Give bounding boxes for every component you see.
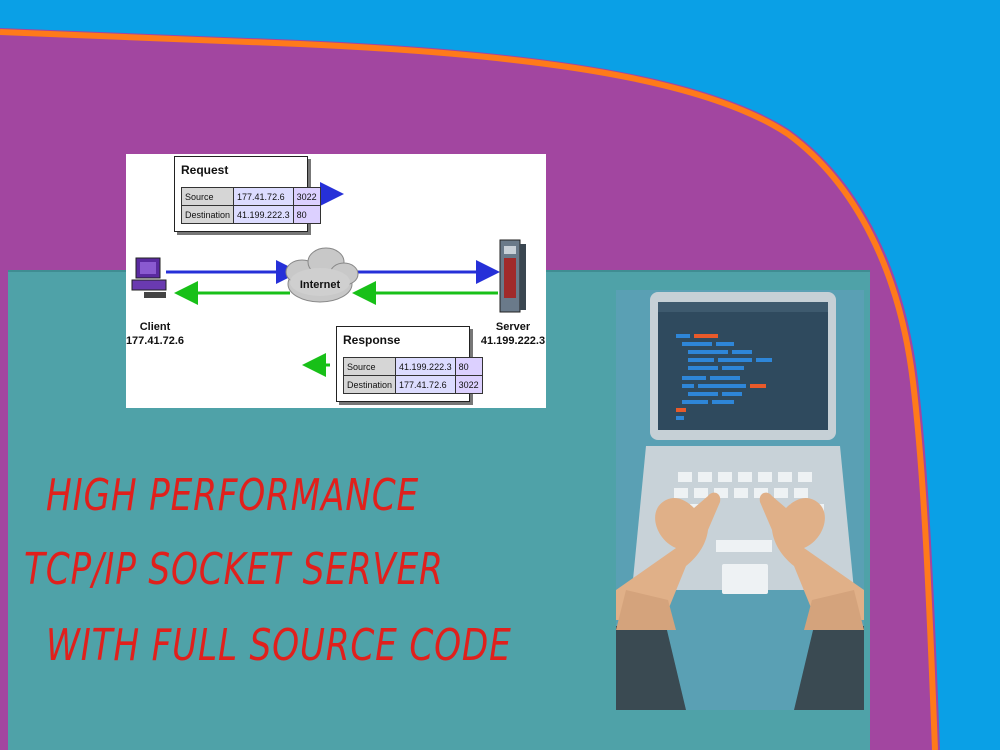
response-destination-address: 177.41.72.6 (395, 375, 456, 394)
server-ip: 41.199.222.3 (480, 335, 546, 347)
response-table: Source 41.199.222.3 80 Destination 177.4… (342, 357, 483, 394)
headline-line-1: HIGH PERFORMANCE (46, 470, 419, 521)
request-source-label: Source (180, 187, 235, 206)
response-source-label: Source (342, 357, 397, 376)
laptop-illustration (616, 290, 864, 710)
table-row: Destination 41.199.222.3 80 (180, 205, 321, 224)
request-destination-address: 41.199.222.3 (233, 205, 294, 224)
table-row: Source 41.199.222.3 80 (342, 357, 483, 376)
diagram-graphics (131, 182, 526, 377)
table-row: Source 177.41.72.6 3022 (180, 187, 321, 206)
server-tower-icon (499, 239, 526, 313)
response-title: Response (343, 333, 401, 347)
headline-line-3: WITH FULL SOURCE CODE (46, 620, 512, 671)
client-label-group: Client 177.41.72.6 (120, 320, 190, 348)
request-packet-box: Request Source 177.41.72.6 3022 Destinat… (174, 156, 321, 232)
request-source-address: 177.41.72.6 (233, 187, 294, 206)
response-destination-port: 3022 (454, 375, 483, 394)
response-destination-label: Destination (342, 375, 397, 394)
client-computer-icon (131, 257, 167, 298)
laptop-coding-icon (616, 290, 864, 710)
internet-cloud-icon (285, 247, 359, 303)
request-destination-label: Destination (180, 205, 235, 224)
server-label-group: Server 41.199.222.3 (476, 320, 550, 348)
server-label: Server (495, 321, 531, 333)
headline-line-2: TCP/IP SOCKET SERVER (24, 544, 444, 595)
request-destination-port: 80 (292, 205, 321, 224)
tcp-ip-diagram: Request Source 177.41.72.6 3022 Destinat… (126, 154, 546, 408)
orange-curve-line (0, 29, 938, 750)
client-ip: 177.41.72.6 (125, 335, 185, 347)
request-source-port: 3022 (292, 187, 321, 206)
client-label: Client (139, 321, 171, 333)
request-title: Request (181, 163, 229, 177)
response-source-port: 80 (454, 357, 483, 376)
request-table: Source 177.41.72.6 3022 Destination 41.1… (180, 187, 321, 224)
table-row: Destination 177.41.72.6 3022 (342, 375, 483, 394)
response-source-address: 41.199.222.3 (395, 357, 456, 376)
response-packet-box: Response Source 41.199.222.3 80 Destinat… (336, 326, 483, 402)
internet-label: Internet (299, 279, 341, 291)
